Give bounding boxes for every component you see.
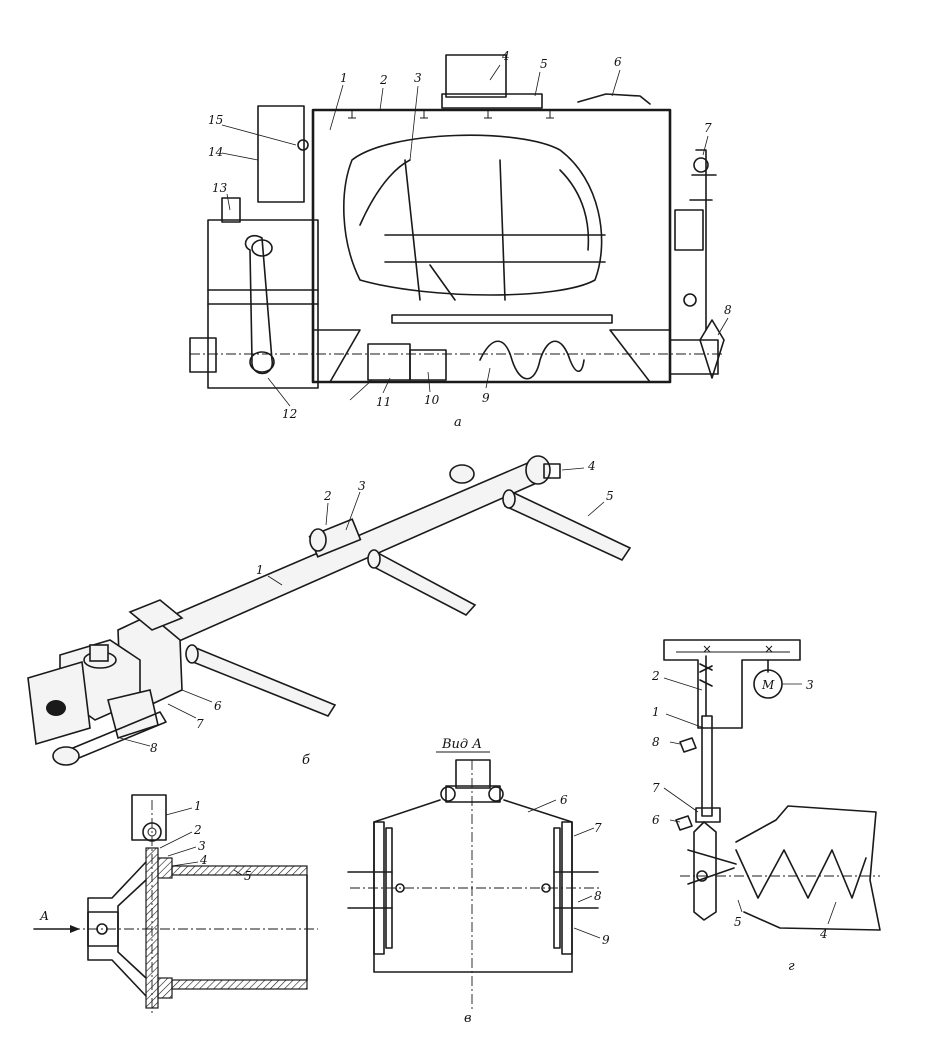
b-label-5: 5 [606,489,614,503]
b-label-7: 7 [196,717,204,731]
c-label-2: 2 [193,823,202,837]
c-label-4: 4 [199,853,208,867]
g-label-5: 5 [734,915,742,929]
g-label-4: 4 [819,927,828,941]
g-label-1: 1 [652,705,660,719]
panel-c-section-view: А 1 2 3 4 5 [33,794,318,1015]
a-label-8: 8 [724,303,732,317]
panel-b-caption: б [302,753,310,768]
b-label-8: 8 [150,741,158,755]
panel-g-kinematic-scheme: М 1 2 3 4 5 6 7 8 г [651,639,881,974]
panel-v-caption: в [464,1011,472,1026]
a-label-15: 15 [208,113,223,127]
a-label-14: 14 [208,145,223,159]
c-arrow-label: А [39,909,49,923]
panel-b-shaft-perspective: 1 2 3 4 5 6 7 8 б [27,455,632,768]
c-label-3: 3 [198,839,206,853]
panel-g-caption: г [788,959,795,974]
v-label-9: 9 [602,933,610,947]
top-bolts [348,110,554,119]
g-label-6: 6 [652,813,660,827]
b-label-2: 2 [323,489,332,503]
a-label-9: 9 [482,391,490,405]
a-label-10: 10 [424,393,440,407]
g-label-8: 8 [652,735,660,749]
a-label-11: 11 [376,395,391,409]
panel-a-caption: а [454,415,462,430]
panel-v-labels: 6 7 8 9 [560,793,610,947]
a-label-3: 3 [414,71,422,85]
g-label-2: 2 [651,669,660,683]
v-label-8: 8 [594,889,602,903]
a-label-6: 6 [614,55,622,69]
panel-b-labels: 1 2 3 4 5 6 7 8 [150,459,614,755]
a-label-2: 2 [379,73,388,87]
panel-c-labels: 1 2 3 4 5 [193,799,252,883]
v-label-7: 7 [594,821,602,835]
a-label-1: 1 [340,71,348,85]
a-label-13: 13 [212,181,228,195]
c-label-5: 5 [244,869,252,883]
v-label-6: 6 [560,793,568,807]
panel-a-labels: 1 2 3 4 5 6 7 8 9 10 11 12 13 14 15 [208,49,732,421]
b-label-3: 3 [358,479,366,493]
panel-a-mixer-side-view: 1 2 3 4 5 6 7 8 9 10 11 12 13 14 15 а [189,49,732,430]
panel-v-view-a: Вид А 6 7 8 9 в [347,737,610,1026]
g-motor-label: М [761,678,775,692]
panel-g-labels: 1 2 3 4 5 6 7 8 [651,669,828,941]
b-label-4: 4 [587,459,596,473]
a-label-12: 12 [282,407,297,421]
a-label-4: 4 [501,49,510,63]
v-view-title: Вид А [441,737,482,752]
a-label-5: 5 [540,57,548,71]
b-label-1: 1 [256,563,264,577]
b-label-6: 6 [214,699,222,713]
g-label-3: 3 [806,678,814,692]
g-label-7: 7 [652,781,660,795]
a-label-7: 7 [704,121,712,135]
c-label-1: 1 [194,799,202,813]
